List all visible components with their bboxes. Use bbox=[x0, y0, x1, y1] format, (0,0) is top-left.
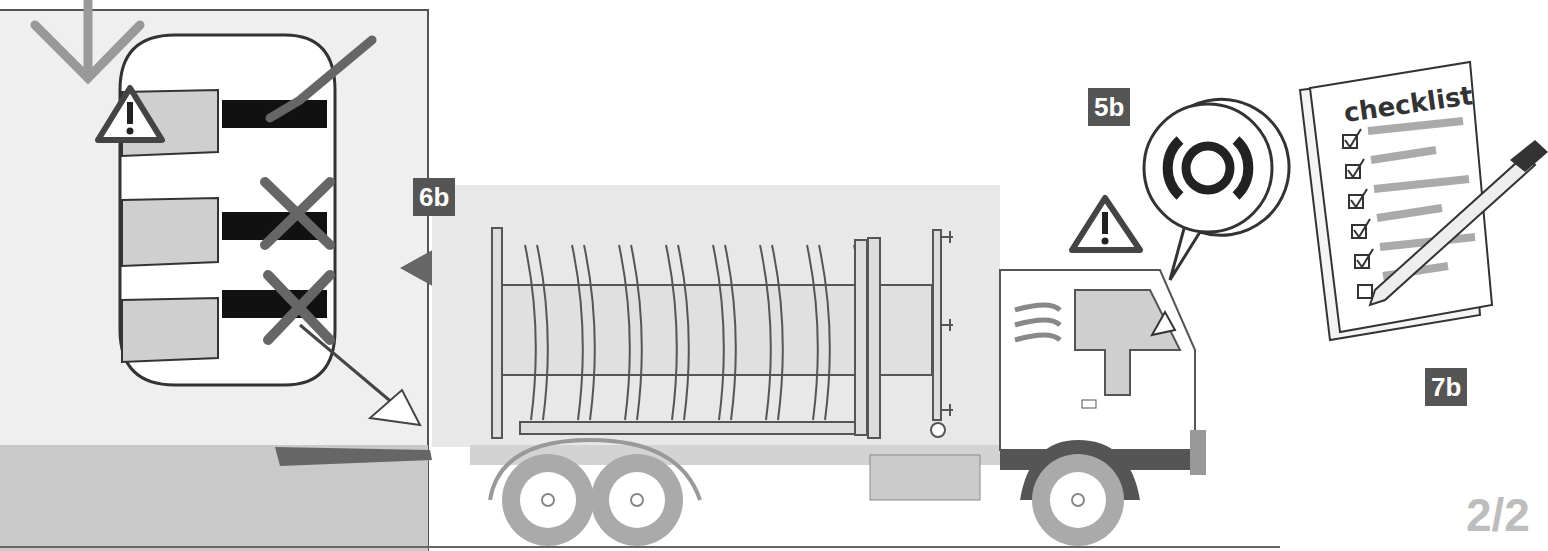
load-area bbox=[432, 185, 1000, 447]
warning-sign bbox=[98, 88, 162, 140]
warning-sign bbox=[1072, 198, 1140, 250]
wheel-chock bbox=[275, 447, 432, 466]
check-mark bbox=[270, 40, 372, 118]
callout-number: 7b bbox=[1425, 368, 1467, 406]
checklist-paper bbox=[1300, 62, 1548, 340]
page-number: 2/2 bbox=[1466, 490, 1530, 540]
cross-marks bbox=[265, 182, 330, 340]
pointer-arrow bbox=[300, 325, 420, 425]
detail-bubble bbox=[120, 35, 335, 385]
auger bbox=[492, 228, 953, 438]
checklist-heading: checklist bbox=[1342, 80, 1475, 128]
parking-brake-icon bbox=[1144, 99, 1289, 335]
callout-number: 6b bbox=[413, 178, 455, 216]
wheels bbox=[490, 440, 1140, 546]
truck-cab bbox=[870, 270, 1206, 500]
detail-panel bbox=[0, 10, 428, 551]
callout-number: 5b bbox=[1088, 88, 1130, 126]
